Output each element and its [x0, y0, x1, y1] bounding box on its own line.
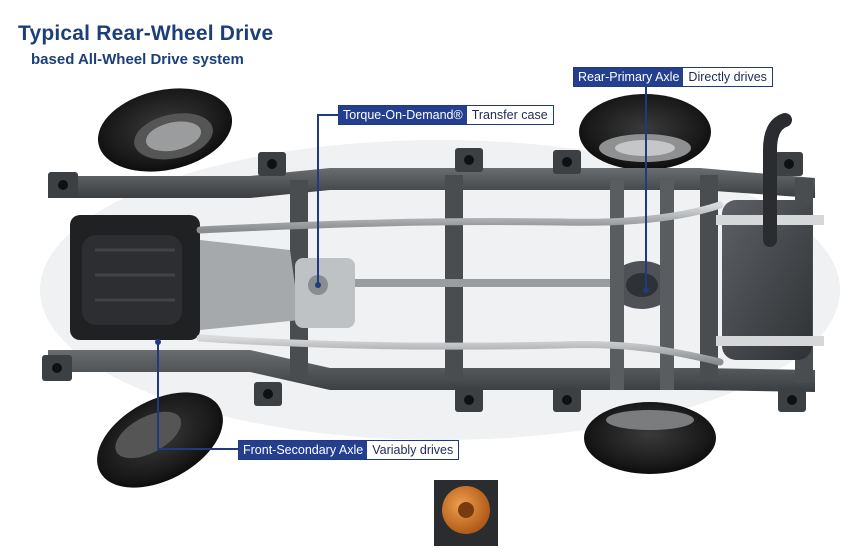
callout-rear-axle-desc: Directly drives — [683, 68, 772, 86]
front-left-wheel — [97, 88, 233, 172]
crossmember-2 — [445, 175, 463, 380]
exhaust-pipe-lower — [196, 334, 724, 366]
front-axle-leader — [157, 342, 238, 450]
callout-rear-axle-label: Rear-Primary Axle — [574, 68, 684, 86]
driveshaft — [355, 279, 625, 287]
callout-transfer-case: Torque-On-Demand® Transfer case — [338, 105, 554, 125]
exhaust-pipe-upper — [196, 201, 724, 234]
crossmember-3 — [700, 175, 718, 380]
filler-neck — [763, 113, 792, 247]
frame-rail-top — [48, 168, 815, 198]
engine — [70, 215, 200, 340]
callout-transfer-case-label: Torque-On-Demand® — [339, 106, 467, 124]
callout-front-axle: Front-Secondary Axle Variably drives — [238, 440, 460, 460]
transfer-case — [295, 258, 355, 328]
rear-axle — [610, 180, 624, 390]
diagram-title: Typical Rear-Wheel Drive — [18, 22, 274, 45]
callout-front-axle-desc: Variably drives — [367, 441, 459, 459]
transfer-case-leader — [317, 114, 340, 285]
rear-right-wheel — [584, 402, 716, 474]
callout-transfer-case-desc: Transfer case — [466, 106, 553, 124]
callout-front-axle-label: Front-Secondary Axle — [239, 441, 368, 459]
fuel-tank — [722, 200, 812, 360]
callout-rear-axle: Rear-Primary Axle Directly drives — [573, 67, 773, 87]
front-right-wheel — [97, 392, 223, 488]
bracket-holes — [52, 155, 797, 405]
diagram-subtitle: based All-Wheel Drive system — [31, 51, 244, 68]
traffic-cone — [434, 480, 498, 546]
transmission — [200, 240, 300, 330]
